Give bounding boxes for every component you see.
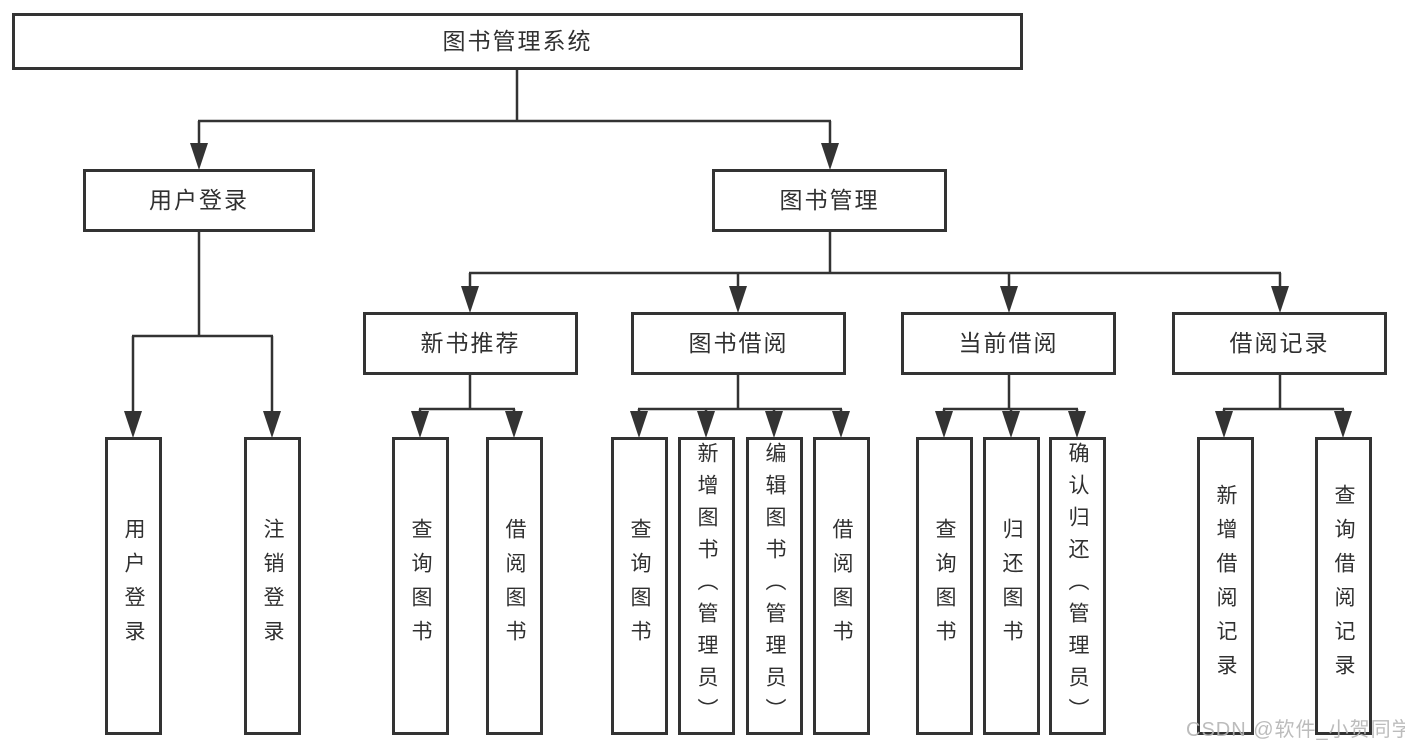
leaf-edit-book-admin: 编辑图书（管理员） bbox=[746, 437, 803, 735]
arrowhead-icons bbox=[124, 143, 1352, 438]
leaf-borrow-books-recommend: 借阅图书 bbox=[486, 437, 543, 735]
leaf-edit-book-admin-label: 编辑图书（管理员） bbox=[763, 442, 786, 730]
leaf-query-borrow-record-label: 查询借阅记录 bbox=[1332, 484, 1355, 688]
leaf-borrow-books: 借阅图书 bbox=[813, 437, 870, 735]
leaf-logout-label: 注销登录 bbox=[261, 518, 284, 654]
leaf-query-books-recommend-label: 查询图书 bbox=[409, 518, 432, 654]
leaf-confirm-return-admin: 确认归还（管理员） bbox=[1049, 437, 1106, 735]
node-book-borrow-label: 图书借阅 bbox=[688, 330, 789, 356]
node-library-system: 图书管理系统 bbox=[12, 13, 1023, 70]
leaf-query-books-recommend: 查询图书 bbox=[392, 437, 449, 735]
leaf-return-book: 归还图书 bbox=[983, 437, 1040, 735]
node-borrow-records-label: 借阅记录 bbox=[1229, 330, 1330, 356]
node-current-borrow-label: 当前借阅 bbox=[958, 330, 1059, 356]
leaf-add-borrow-record: 新增借阅记录 bbox=[1197, 437, 1254, 735]
node-book-management-label: 图书管理 bbox=[779, 187, 880, 213]
leaf-logout: 注销登录 bbox=[244, 437, 301, 735]
leaf-query-books-current-label: 查询图书 bbox=[933, 518, 956, 654]
node-user-login-branch-label: 用户登录 bbox=[149, 187, 249, 213]
leaf-query-books-current: 查询图书 bbox=[916, 437, 973, 735]
node-book-borrow: 图书借阅 bbox=[631, 312, 846, 375]
node-user-login-branch: 用户登录 bbox=[83, 169, 315, 232]
leaf-confirm-return-admin-label: 确认归还（管理员） bbox=[1066, 442, 1089, 730]
leaf-return-book-label: 归还图书 bbox=[1000, 518, 1023, 654]
leaf-query-borrow-record: 查询借阅记录 bbox=[1315, 437, 1372, 735]
leaf-user-login-label: 用户登录 bbox=[122, 518, 145, 654]
connector-paths bbox=[131, 69, 1345, 433]
leaf-query-books-borrow-label: 查询图书 bbox=[628, 518, 651, 654]
leaf-borrow-books-recommend-label: 借阅图书 bbox=[503, 518, 526, 654]
node-book-management: 图书管理 bbox=[712, 169, 947, 232]
leaf-add-book-admin-label: 新增图书（管理员） bbox=[695, 442, 718, 730]
node-borrow-records: 借阅记录 bbox=[1172, 312, 1387, 375]
leaf-add-book-admin: 新增图书（管理员） bbox=[678, 437, 735, 735]
leaf-borrow-books-label: 借阅图书 bbox=[830, 518, 853, 654]
leaf-query-books-borrow: 查询图书 bbox=[611, 437, 668, 735]
node-current-borrow: 当前借阅 bbox=[901, 312, 1116, 375]
watermark: CSDN @软件_小贺同学 bbox=[1186, 719, 1405, 741]
node-library-system-label: 图书管理系统 bbox=[442, 28, 593, 54]
leaf-user-login: 用户登录 bbox=[105, 437, 162, 735]
node-new-book-recommend: 新书推荐 bbox=[363, 312, 578, 375]
leaf-add-borrow-record-label: 新增借阅记录 bbox=[1214, 484, 1237, 688]
node-new-book-recommend-label: 新书推荐 bbox=[420, 330, 521, 356]
